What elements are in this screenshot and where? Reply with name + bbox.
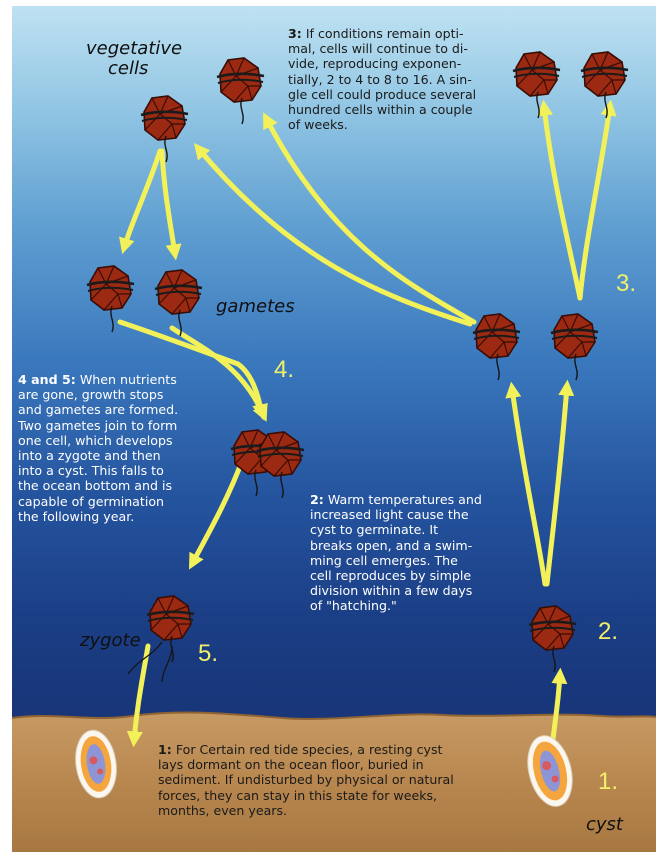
cell-top-right-b — [579, 50, 630, 120]
caption-step-3-text: If conditions remain opti- mal, cells wi… — [288, 26, 477, 133]
cell-pair-a — [471, 312, 522, 382]
stage-number-1: 1. — [598, 768, 619, 795]
caption-step-2-text: Warm temperatures and increased light ca… — [310, 492, 482, 614]
caption-step-4-5: 4 and 5: When nutrients are gone, growth… — [18, 372, 228, 524]
caption-step-4-5-number: 4 and 5: — [18, 372, 76, 387]
caption-step-1: 1: For Certain red tide species, a resti… — [158, 742, 518, 818]
label-vegetative: vegetative — [86, 38, 183, 59]
stage-number-3: 3. — [616, 270, 637, 297]
cell-vegetative-top — [215, 56, 266, 126]
arrows — [117, 99, 617, 748]
cell-pair-b — [549, 312, 600, 382]
caption-step-1-number: 1: — [158, 742, 172, 757]
cell-fusing-b — [255, 430, 306, 500]
label-cyst: cyst — [586, 814, 623, 835]
stage-number-4: 4. — [274, 356, 295, 383]
label-gametes: gametes — [216, 296, 295, 317]
cell-stage2 — [527, 604, 578, 674]
stage-number-5: 5. — [198, 640, 219, 667]
caption-step-1-text: For Certain red tide species, a resting … — [158, 742, 454, 818]
cyst-left — [75, 729, 117, 799]
label-zygote: zygote — [80, 630, 141, 651]
caption-step-3-number: 3: — [288, 26, 302, 41]
sea-floor — [12, 712, 656, 852]
cyst-right — [527, 735, 573, 807]
life-cycle-diagram: vegetative cells gametes zygote cyst 3. … — [12, 6, 656, 852]
caption-step-4-5-text: When nutrients are gone, growth stops an… — [18, 372, 179, 524]
caption-step-2-number: 2: — [310, 492, 324, 507]
cell-gamete-b — [153, 268, 204, 338]
label-cells: cells — [108, 58, 149, 79]
cell-zygote — [145, 594, 196, 664]
caption-step-3: 3: If conditions remain opti- mal, cells… — [288, 26, 528, 132]
stage-number-2: 2. — [598, 618, 619, 645]
caption-step-2: 2: Warm temperatures and increased light… — [310, 492, 525, 614]
diagram-artwork — [12, 50, 656, 852]
